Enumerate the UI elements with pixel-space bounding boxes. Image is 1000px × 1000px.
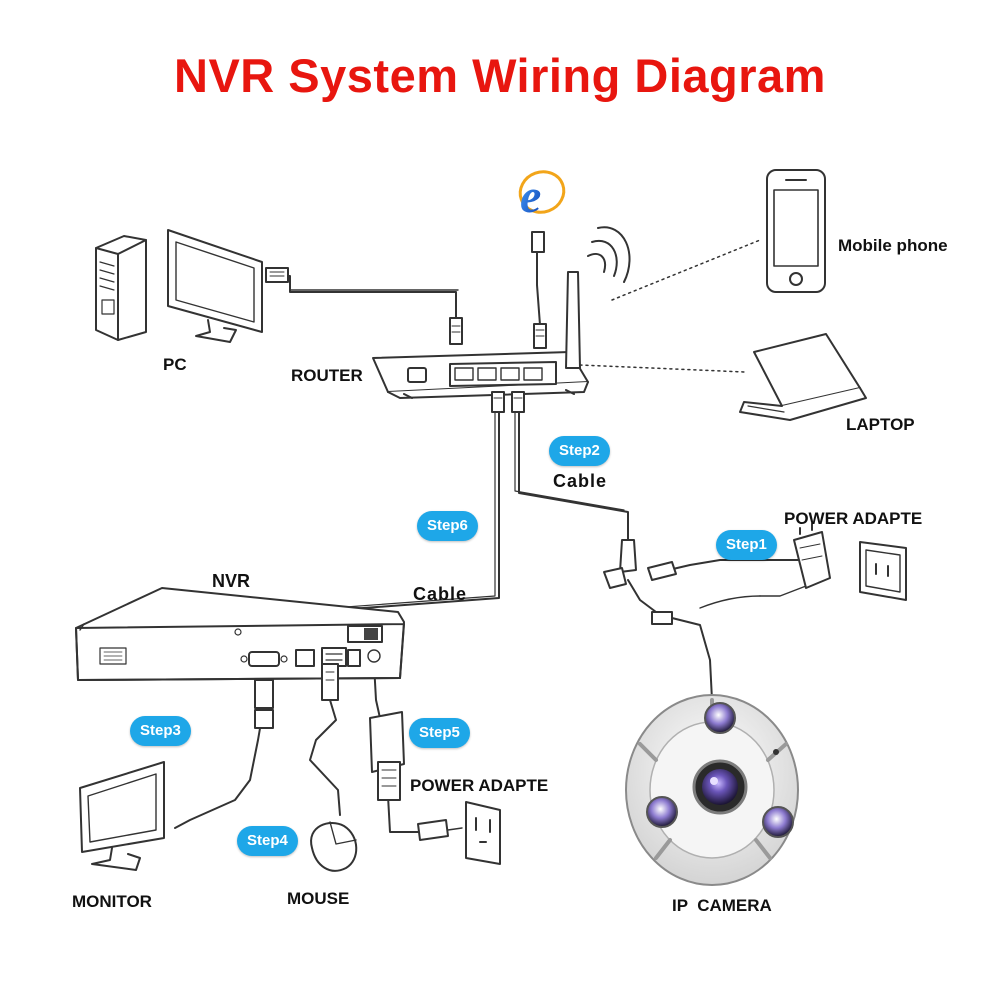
- rj45-plugs-router-bottom: [491, 391, 525, 413]
- label-nvr: NVR: [212, 571, 251, 591]
- mouse-icon: [310, 821, 358, 872]
- vga-monitor-cable: [174, 669, 265, 829]
- wifi-signal-icon: [587, 226, 631, 283]
- pc-router-cable: [285, 275, 457, 319]
- label-pc: PC: [163, 355, 187, 374]
- camera-power-cable: [659, 559, 805, 573]
- label-monitor: MONITOR: [72, 892, 152, 911]
- label-mouse: MOUSE: [287, 889, 350, 908]
- step5-badge: Step5: [409, 718, 470, 748]
- rj45-plug-router-internet: [531, 231, 547, 349]
- pc-monitor-icon: [167, 229, 263, 343]
- nvr-icon: [75, 587, 405, 681]
- camera-splitter-connectors: [603, 539, 677, 625]
- cable-label-nvr-router: Cable: [413, 584, 468, 604]
- nvr-wall-outlet-icon: [417, 801, 501, 865]
- label-camera-power-adapter: POWER ADAPTE: [784, 509, 923, 528]
- nvr-power-adapter-icon: [369, 711, 405, 801]
- step1-badge: Step1: [716, 530, 777, 560]
- usb-connector-mouse: [321, 663, 339, 701]
- step2-badge: Step2: [549, 436, 610, 466]
- label-ip-camera: IP CAMERA: [672, 896, 772, 915]
- cable-label-router-camera: Cable: [553, 471, 608, 491]
- router-icon: [372, 351, 589, 399]
- wall-outlet-icon: [859, 541, 907, 601]
- monitor-icon: [79, 761, 165, 871]
- label-mobile-phone: Mobile phone: [838, 236, 948, 255]
- wifi-link-phone: [611, 239, 761, 301]
- camera-pigtail: [627, 579, 713, 701]
- laptop-icon: [739, 333, 867, 421]
- step4-badge: Step4: [237, 826, 298, 856]
- router-camera-cable: [518, 409, 629, 541]
- internet-explorer-icon: e: [518, 170, 566, 223]
- internet-cable: [536, 249, 541, 326]
- wifi-link-laptop: [579, 364, 746, 373]
- pc-tower-icon: [95, 235, 147, 341]
- ip-camera-icon: [625, 694, 799, 886]
- camera-power-adapter-icon: [793, 523, 831, 589]
- rj45-plug-router-pc: [449, 317, 463, 345]
- rj45-connector-pc: [265, 267, 289, 283]
- label-nvr-power-adapter: POWER ADAPTE: [410, 776, 549, 795]
- vga-connector-monitor: [254, 679, 274, 729]
- label-laptop: LAPTOP: [846, 415, 915, 434]
- step3-badge: Step3: [130, 716, 191, 746]
- router-antenna: [565, 271, 581, 369]
- svg-text:e: e: [520, 170, 541, 223]
- label-router: ROUTER: [291, 366, 363, 385]
- mobile-phone-icon: [766, 169, 826, 293]
- step6-badge: Step6: [417, 511, 478, 541]
- diagram-title: NVR System Wiring Diagram: [174, 49, 826, 102]
